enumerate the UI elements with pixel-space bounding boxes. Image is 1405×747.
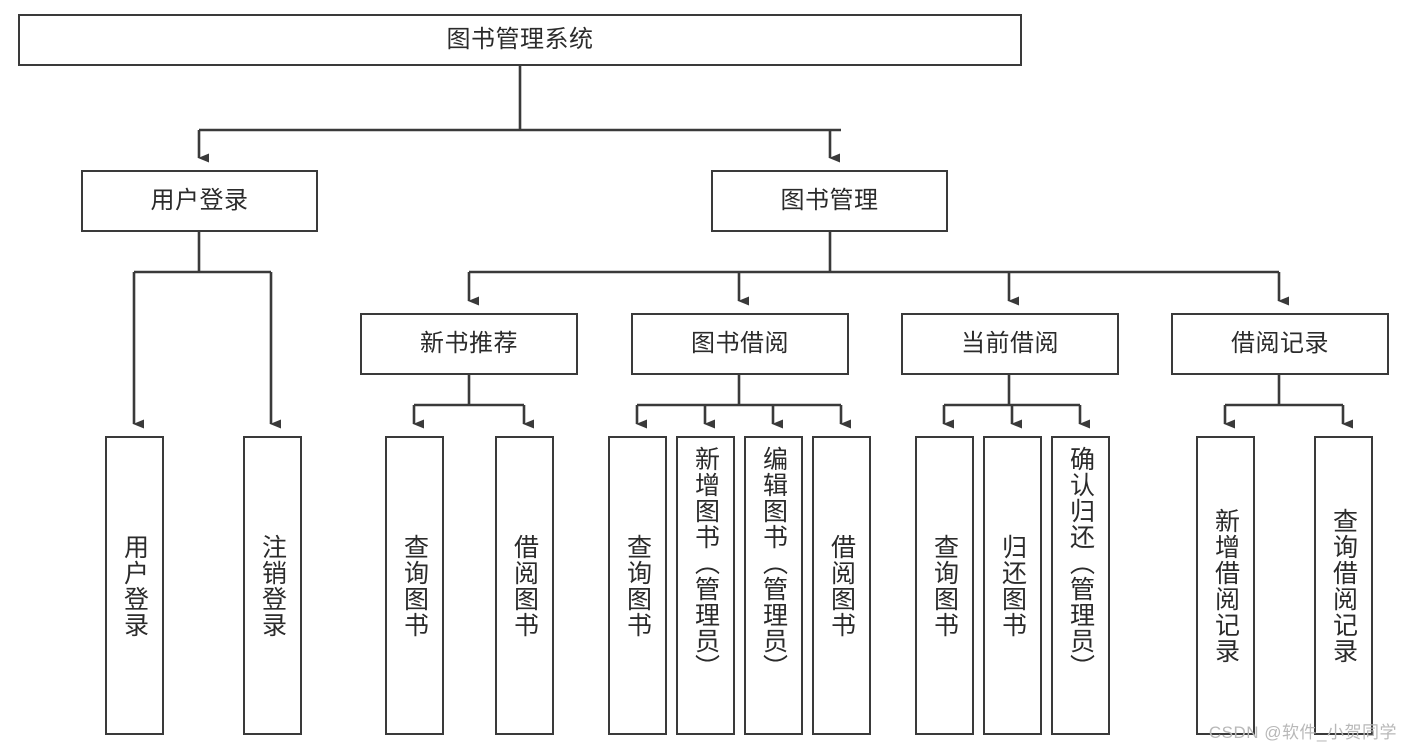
leaf-newbook-borrow-book[interactable]: 借阅图书	[495, 436, 554, 735]
node-root-system[interactable]: 图书管理系统	[18, 14, 1022, 66]
node-label: 归还图书	[998, 533, 1027, 638]
node-borrow-records[interactable]: 借阅记录	[1171, 313, 1389, 375]
leaf-user-login-signout[interactable]: 注销登录	[243, 436, 302, 735]
node-label: 注销登录	[258, 533, 287, 638]
node-label: 借阅记录	[1231, 329, 1329, 357]
node-label: 确认归还（管理员）	[1066, 446, 1095, 680]
leaf-bookborrow-borrow-book[interactable]: 借阅图书	[812, 436, 871, 735]
node-label: 新增图书（管理员）	[691, 446, 720, 680]
node-label: 当前借阅	[961, 329, 1059, 357]
leaf-borrowrecord-add-record[interactable]: 新增借阅记录	[1196, 436, 1255, 735]
leaf-newbook-query-book[interactable]: 查询图书	[385, 436, 444, 735]
node-label: 查询借阅记录	[1329, 507, 1358, 664]
node-label: 查询图书	[400, 533, 429, 638]
leaf-bookborrow-edit-book-admin[interactable]: 编辑图书（管理员）	[744, 436, 803, 735]
node-label: 用户登录	[120, 533, 149, 638]
leaf-currentborrow-query-book[interactable]: 查询图书	[915, 436, 974, 735]
node-label: 查询图书	[623, 533, 652, 638]
node-label: 图书借阅	[691, 329, 789, 357]
leaf-user-login-signin[interactable]: 用户登录	[105, 436, 164, 735]
node-book-borrow[interactable]: 图书借阅	[631, 313, 849, 375]
node-book-management[interactable]: 图书管理	[711, 170, 948, 232]
node-label: 图书管理	[780, 186, 879, 214]
node-new-book-recommend[interactable]: 新书推荐	[360, 313, 578, 375]
node-label: 新增借阅记录	[1211, 507, 1240, 664]
node-current-borrow[interactable]: 当前借阅	[901, 313, 1119, 375]
node-label: 编辑图书（管理员）	[759, 446, 788, 680]
leaf-bookborrow-add-book-admin[interactable]: 新增图书（管理员）	[676, 436, 735, 735]
leaf-borrowrecord-query-record[interactable]: 查询借阅记录	[1314, 436, 1373, 735]
leaf-bookborrow-query-book[interactable]: 查询图书	[608, 436, 667, 735]
leaf-currentborrow-confirm-return-admin[interactable]: 确认归还（管理员）	[1051, 436, 1110, 735]
node-label: 图书管理系统	[446, 25, 594, 53]
node-label: 查询图书	[930, 533, 959, 638]
node-label: 用户登录	[150, 186, 249, 214]
node-label: 借阅图书	[827, 533, 856, 638]
leaf-currentborrow-return-book[interactable]: 归还图书	[983, 436, 1042, 735]
node-label: 借阅图书	[510, 533, 539, 638]
node-user-login[interactable]: 用户登录	[81, 170, 318, 232]
node-label: 新书推荐	[420, 329, 518, 357]
